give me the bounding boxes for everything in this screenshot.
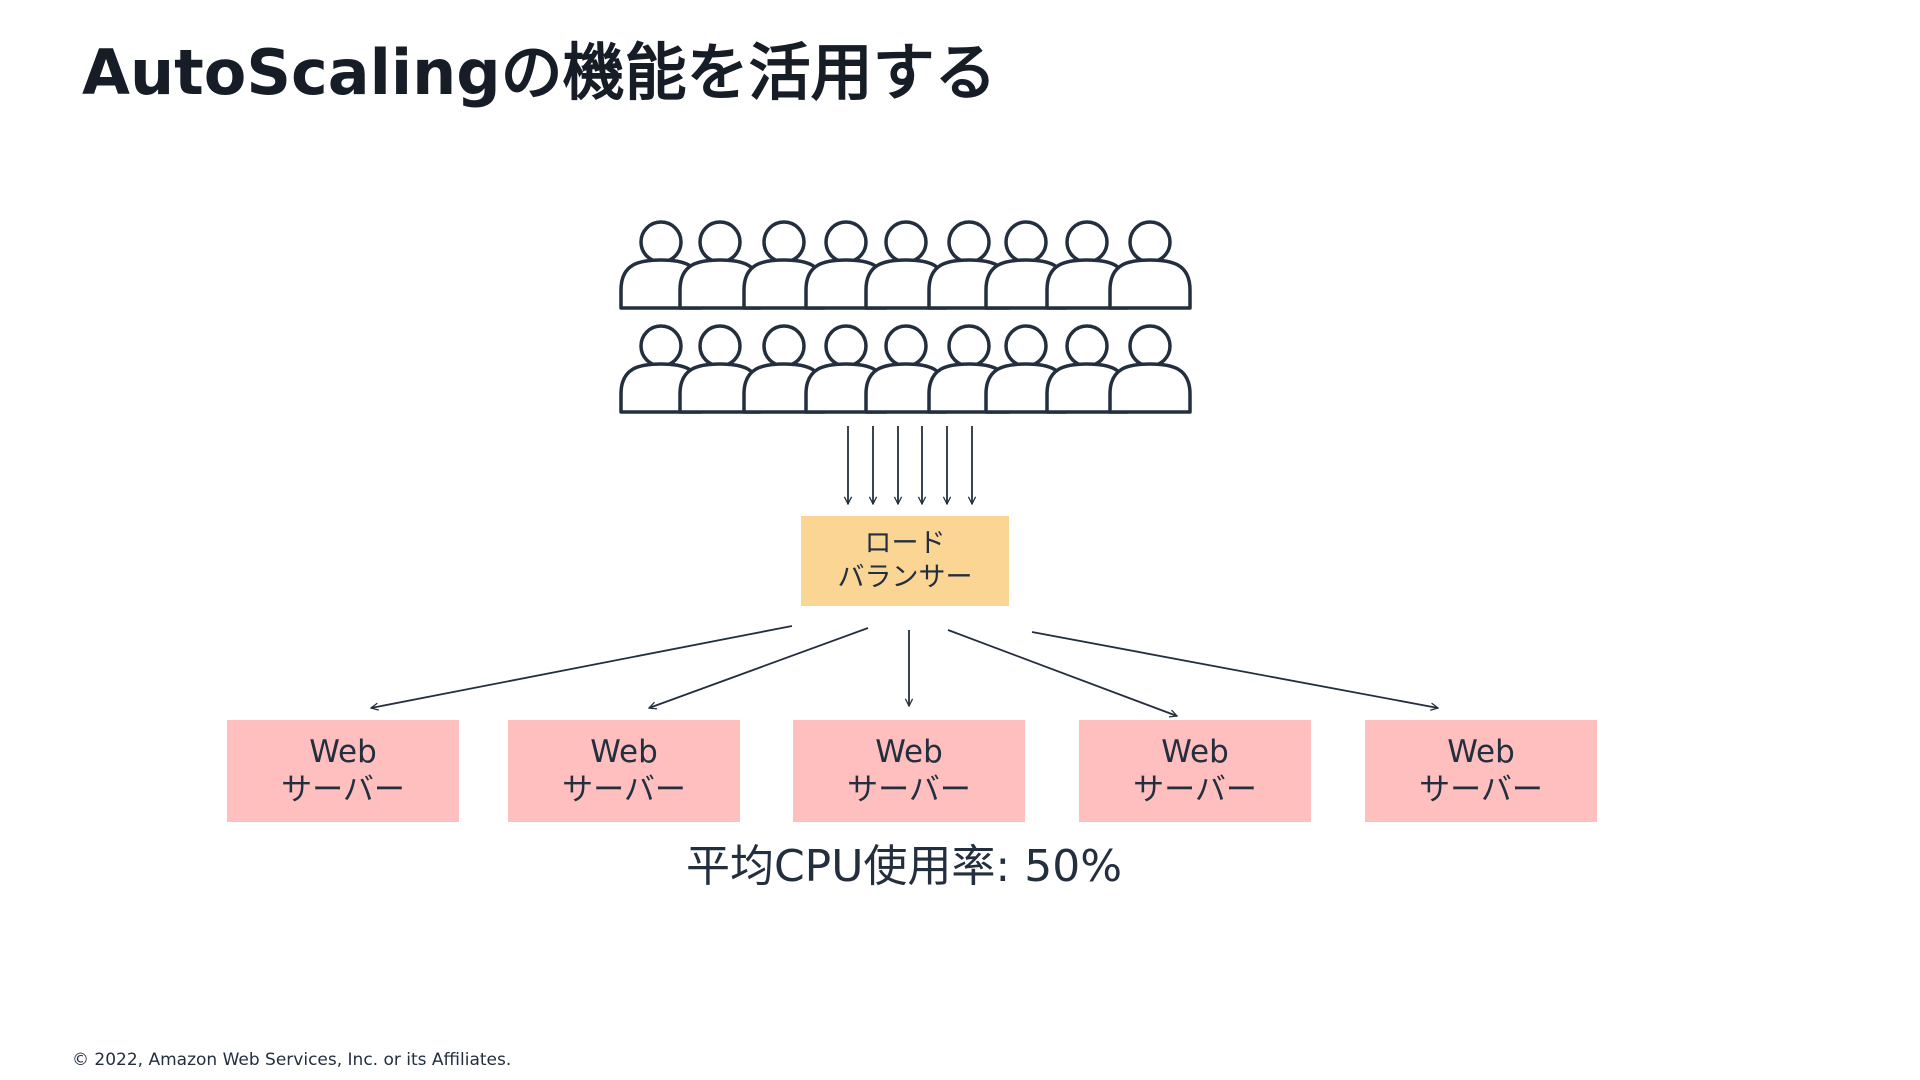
cpu-utilization-label: 平均CPU使用率: 50% bbox=[685, 841, 1123, 892]
load-balancer-label-line1: ロード bbox=[864, 528, 946, 559]
web-server-label-line1: Web bbox=[309, 734, 377, 770]
load-balancer-label-line2: バランサー bbox=[837, 562, 973, 593]
web-server-label-line1: Web bbox=[590, 734, 658, 770]
web-server-label-line1: Web bbox=[1447, 734, 1515, 770]
request-arrows bbox=[848, 426, 972, 504]
web-server-label-line1: Web bbox=[1161, 734, 1229, 770]
arrow-line bbox=[649, 627, 869, 708]
web-server-label-line2: サーバー bbox=[1419, 772, 1543, 808]
user-row-1 bbox=[619, 220, 1192, 310]
arrow-line bbox=[1031, 631, 1438, 708]
web-server-3: Web サーバー bbox=[793, 720, 1025, 822]
web-server-label-line2: サーバー bbox=[1133, 772, 1257, 808]
user-icon bbox=[1108, 220, 1192, 310]
web-server-label-line1: Web bbox=[875, 734, 943, 770]
copyright-notice: © 2022, Amazon Web Services, Inc. or its… bbox=[72, 1050, 512, 1070]
web-server-label-line2: サーバー bbox=[562, 772, 686, 808]
distribution-arrows bbox=[371, 625, 1438, 716]
arrow-line bbox=[947, 629, 1177, 716]
slide-title: AutoScalingの機能を活用する bbox=[82, 36, 997, 109]
web-server-1: Web サーバー bbox=[227, 720, 459, 822]
user-row-2 bbox=[619, 324, 1192, 414]
web-server-4: Web サーバー bbox=[1079, 720, 1311, 822]
web-server-label-line2: サーバー bbox=[847, 772, 971, 808]
load-balancer: ロード バランサー bbox=[801, 516, 1009, 606]
web-server-2: Web サーバー bbox=[508, 720, 740, 822]
arrow-line bbox=[371, 625, 793, 708]
web-server-5: Web サーバー bbox=[1365, 720, 1597, 822]
web-server-label-line2: サーバー bbox=[281, 772, 405, 808]
user-icon bbox=[1108, 324, 1192, 414]
